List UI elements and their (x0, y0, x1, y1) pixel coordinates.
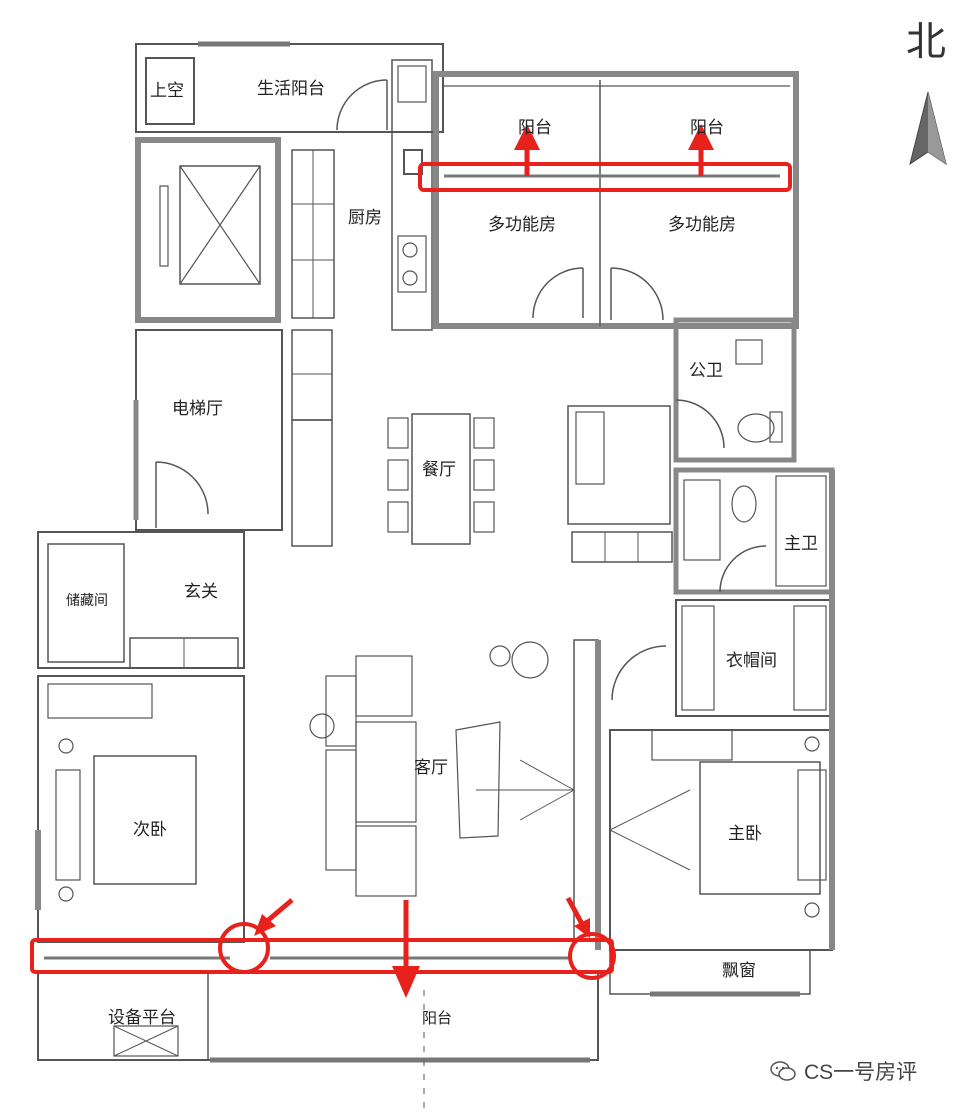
room-label-balcony-north-right: 阳台 (690, 118, 724, 138)
room-label-balcony-north-left: 阳台 (518, 118, 552, 138)
room-label-multi-room-left: 多功能房 (488, 215, 556, 235)
arrow-north-right-icon (688, 124, 714, 176)
room-label-multi-room-right: 多功能房 (668, 215, 736, 235)
watermark-text: CS一号房评 (804, 1061, 918, 1084)
room-label-elevator-hall: 电梯厅 (172, 399, 223, 419)
wechat-icon (770, 1061, 796, 1081)
room-label-storage: 储藏间 (66, 593, 108, 609)
room-label-south-balcony: 阳台 (422, 1009, 453, 1027)
watermark: CS一号房评 (770, 1056, 917, 1086)
room-label-master-bath: 主卫 (784, 534, 818, 554)
annotation-south-window (30, 922, 616, 980)
room-label-living-room: 客厅 (414, 758, 448, 778)
arrow-pointer-left-icon (254, 898, 294, 936)
room-label-second-bedroom: 次卧 (133, 820, 167, 840)
room-label-upper-void: 上空 (150, 81, 184, 101)
walls (35, 41, 835, 1110)
arrow-north-left-icon (514, 124, 540, 176)
arrow-south-icon (392, 900, 420, 998)
north-label: 北 (906, 19, 946, 65)
room-label-foyer: 玄关 (184, 582, 218, 602)
room-label-service-balcony: 生活阳台 (257, 79, 325, 99)
room-label-bay-window: 飘窗 (722, 961, 756, 981)
room-label-equipment-platform: 设备平台 (108, 1008, 176, 1028)
room-label-walk-in-closet: 衣帽间 (726, 651, 777, 671)
arrow-pointer-right-icon (565, 896, 590, 938)
room-label-kitchen: 厨房 (348, 208, 382, 228)
room-label-dining: 餐厅 (422, 460, 456, 480)
annotation-north-window (418, 162, 792, 192)
room-label-public-bath: 公卫 (689, 361, 723, 381)
room-label-master-bedroom: 主卧 (728, 824, 762, 844)
